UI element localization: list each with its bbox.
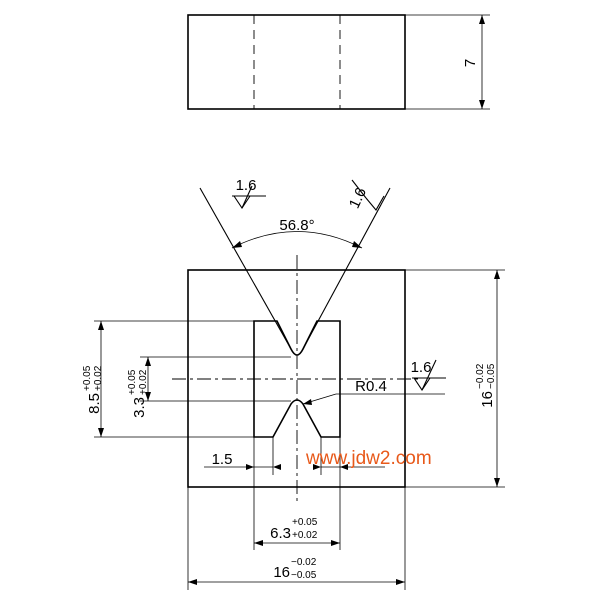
arrowhead xyxy=(188,579,197,585)
front-view: 56.8° 1.6 1.6 R0.4 1.6 8. xyxy=(82,177,505,590)
angle-arc xyxy=(231,231,363,249)
slot-height-lower-tol: +0.02 xyxy=(93,365,104,391)
slot-width-upper-tol: +0.05 xyxy=(292,517,318,528)
arrowhead xyxy=(396,579,405,585)
slot-width-nominal: 6.3 xyxy=(270,525,291,542)
angle-label: 56.8° xyxy=(279,217,314,234)
top-view-outline xyxy=(187,14,406,110)
surface-finish-symbol-radius: 1.6 xyxy=(411,359,446,391)
height-right-nominal: 16 xyxy=(479,391,496,408)
height-top-label: 7 xyxy=(462,59,479,67)
arrowhead xyxy=(254,540,263,546)
slot-height-label: 8.5 +0.05 +0.02 xyxy=(82,365,104,414)
finish-value-left: 1.6 xyxy=(236,177,257,194)
front-view-outline xyxy=(187,269,406,488)
arrowhead xyxy=(303,399,312,405)
gap-nominal: 3.3 xyxy=(131,397,148,418)
finish-value-right: 1.6 xyxy=(346,185,370,211)
slot-height-nominal: 8.5 xyxy=(86,393,103,414)
gap-upper-tol: +0.05 xyxy=(127,369,138,395)
arrowhead xyxy=(145,392,151,401)
v-angle-line-right xyxy=(302,187,391,350)
width-bottom-nominal: 16 xyxy=(273,564,290,581)
arrowhead xyxy=(494,270,500,279)
arrowhead xyxy=(232,241,242,248)
v-angle-line-left xyxy=(199,187,292,350)
width-bottom-lower-tol: −0.05 xyxy=(291,570,317,581)
surface-finish-symbol-right: 1.6 xyxy=(346,179,385,211)
arrowhead xyxy=(479,100,485,109)
arrowhead xyxy=(313,464,321,470)
top-view: 7 xyxy=(187,14,490,110)
height-right-label: 16 −0.02 −0.05 xyxy=(475,363,497,407)
slot-height-upper-tol: +0.05 xyxy=(82,365,93,391)
arrowhead xyxy=(145,357,151,366)
height-right-upper-tol: −0.02 xyxy=(475,363,486,389)
arrowhead xyxy=(479,15,485,24)
arrowhead xyxy=(340,464,348,470)
arrowhead xyxy=(98,321,104,330)
watermark: www.jdw2.com xyxy=(305,448,432,469)
gap-label: 3.3 +0.05 +0.02 xyxy=(127,369,149,418)
arrowhead xyxy=(331,540,340,546)
arrowhead xyxy=(98,428,104,437)
finish-value-radius: 1.6 xyxy=(411,359,432,376)
slot-width-lower-tol: +0.02 xyxy=(292,530,318,541)
height-right-lower-tol: −0.05 xyxy=(486,363,497,389)
arrowhead xyxy=(246,464,254,470)
slot-profile-upper xyxy=(253,320,341,438)
arrowhead xyxy=(352,241,362,248)
radius-label: R0.4 xyxy=(355,378,387,395)
width-bottom-upper-tol: −0.02 xyxy=(291,557,317,568)
arrowhead xyxy=(273,464,281,470)
gap-lower-tol: +0.02 xyxy=(138,369,149,395)
surface-finish-symbol-left: 1.6 xyxy=(232,177,266,209)
offset-label-left: 1.5 xyxy=(212,451,233,468)
arrowhead xyxy=(494,478,500,487)
